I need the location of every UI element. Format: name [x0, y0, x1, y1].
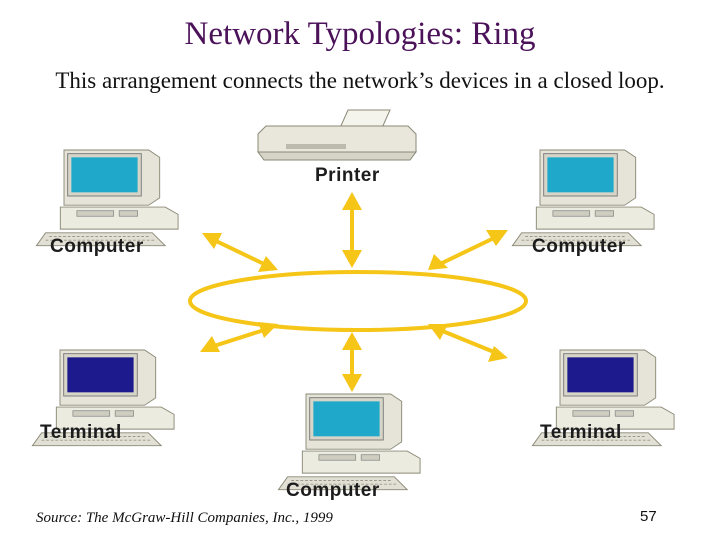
slide-title: Network Typologies: Ring — [184, 16, 536, 52]
slide-subtitle: This arrangement connects the network’s … — [55, 68, 665, 93]
computer-bottom-label: Computer — [286, 480, 380, 501]
terminal-left-label: Terminal — [40, 422, 122, 443]
connection-arrows — [200, 192, 508, 392]
computer-top-left-label: Computer — [50, 236, 144, 257]
computer-top-right-label: Computer — [532, 236, 626, 257]
computer-icon — [511, 149, 655, 247]
computer-icon — [35, 149, 179, 247]
computer-icon — [277, 393, 421, 491]
page-number: 57 — [640, 508, 657, 525]
ring-loop — [188, 270, 528, 332]
source-citation: Source: The McGraw-Hill Companies, Inc.,… — [36, 510, 333, 526]
terminal-right-label: Terminal — [540, 422, 622, 443]
printer-label: Printer — [315, 165, 380, 186]
printer-icon — [257, 109, 417, 161]
